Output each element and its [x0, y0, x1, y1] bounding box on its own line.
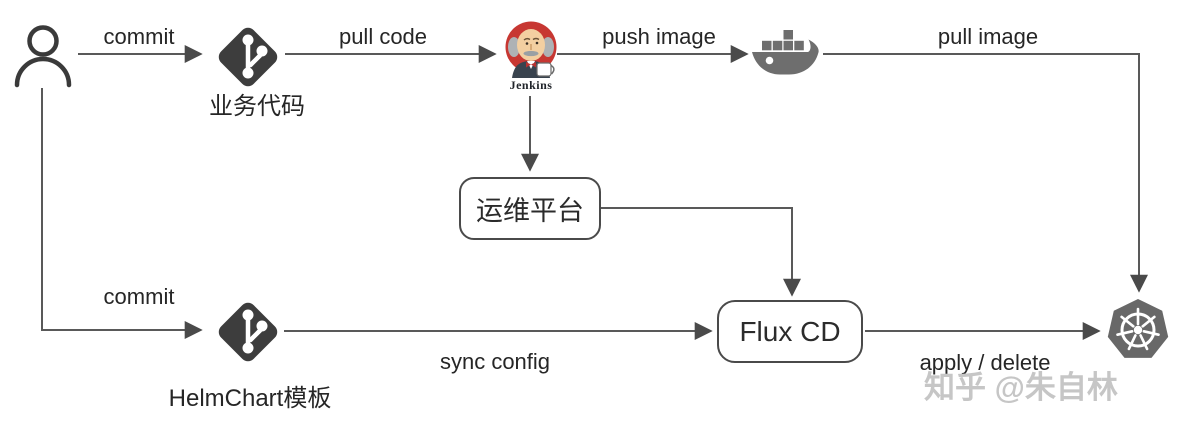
- edge-label-pull-image: pull image: [937, 24, 1039, 49]
- docker-icon: [752, 30, 819, 75]
- jenkins-icon: [505, 21, 557, 78]
- user-icon: [14, 25, 72, 88]
- edge-user-to-git-helm: [41, 88, 203, 339]
- edge-label-pull-code: pull code: [338, 24, 428, 49]
- edge-ops-platform-to-flux-cd: [601, 207, 801, 297]
- git-icon: [218, 302, 278, 362]
- jenkins-label: Jenkins: [509, 78, 553, 92]
- flux-cd-box: Flux CD: [717, 300, 863, 363]
- watermark: 知乎 @朱自林: [924, 370, 1118, 405]
- edge-label-apply-delete: apply / delete: [919, 350, 1051, 375]
- edge-label-commit-top: commit: [103, 24, 175, 49]
- git-business-label: 业务代码: [209, 93, 305, 120]
- git-icon: [218, 27, 278, 87]
- flux-cd-label: Flux CD: [739, 315, 841, 347]
- ops-platform-box: 运维平台: [459, 177, 601, 240]
- edge-label-push-image: push image: [602, 24, 716, 49]
- git-helm-label: HelmChart模板: [168, 385, 332, 412]
- ops-platform-label: 运维平台: [476, 196, 584, 226]
- edge-label-sync-config: sync config: [439, 349, 551, 374]
- kubernetes-icon: [1107, 299, 1169, 358]
- edge-docker-to-kubernetes: [823, 53, 1148, 293]
- edge-label-commit-bottom: commit: [103, 284, 175, 309]
